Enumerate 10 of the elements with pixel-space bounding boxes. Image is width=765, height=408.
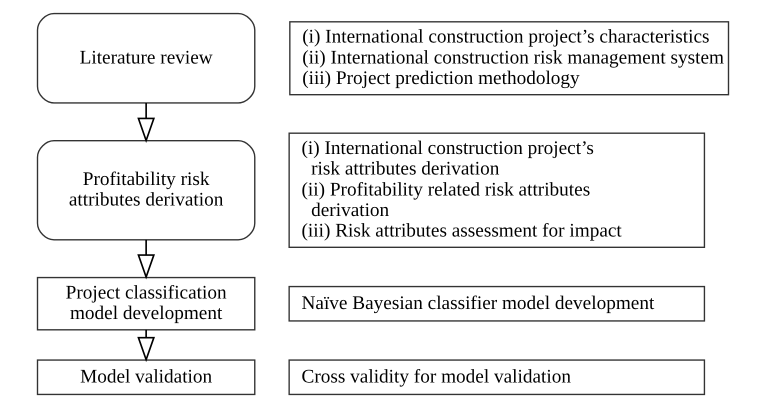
node-box: Profitability risk attributes derivation [36,140,255,240]
node-box: Project classification model development [36,276,255,331]
node-box: Cross validity for model validation [288,359,705,396]
node-box: (i) International construction project’s characteristics (ii) International construction risk management system (iii) Project prediction methodology [288,21,729,96]
node-box: (i) International construction project’s risk attributes derivation (ii) Profitability related risk attributes derivation (iii) Risk attributes assessment for impact [288,132,705,248]
arrow [136,240,154,280]
arrow [136,103,154,143]
node-box: Model validation [36,359,255,396]
node-box: Literature review [36,12,255,104]
node-box: Naïve Bayesian classifier model development [288,286,705,322]
